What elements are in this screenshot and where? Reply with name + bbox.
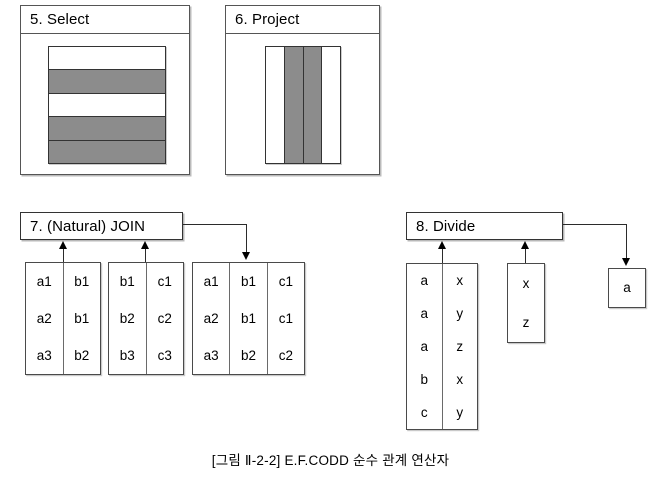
divide-input-1-arrowhead [438,241,446,249]
table-cell: x [456,371,464,387]
table-cell: x [456,272,464,288]
table-cell: a3 [36,347,52,363]
divide-input-2-arrowhead [521,241,529,249]
divide-dividend-col-2: x y z x y [441,264,478,429]
select-row-3 [49,92,165,117]
table-cell: b1 [240,310,256,326]
table-cell: a [420,272,428,288]
join-input-2-table: b1 b2 b3 c1 c2 c3 [108,262,184,375]
project-relation-sketch [265,46,341,164]
table-cell: y [456,305,464,321]
join-input-1-col-1: a1 a2 a3 [26,263,63,374]
table-cell: a [420,305,428,321]
table-cell: b1 [74,273,90,289]
project-col-4 [321,47,340,163]
select-row-1 [49,47,165,70]
table-cell: b1 [240,273,256,289]
select-relation-sketch [48,46,166,164]
table-cell: z [522,314,530,330]
panel-project-body [226,34,379,174]
join-input-2-arrowhead [141,241,149,249]
divide-label-text: 8. Divide [416,217,476,235]
table-cell: b2 [74,347,90,363]
join-result-table: a1 a2 a3 b1 b1 b2 c1 c1 c2 [192,262,305,375]
join-label-text: 7. (Natural) JOIN [30,217,146,235]
table-cell: b3 [119,347,135,363]
project-col-3 [302,47,322,163]
select-row-5 [49,139,165,164]
divide-divisor-table: x z [507,263,545,343]
project-col-1 [266,47,284,163]
table-cell: b2 [240,347,256,363]
table-cell: b1 [74,310,90,326]
join-label-box: 7. (Natural) JOIN [20,212,183,240]
table-cell: a2 [203,310,219,326]
join-result-col-2: b1 b1 b2 [229,263,266,374]
table-cell: a3 [203,347,219,363]
join-input-2-col-2: c1 c2 c3 [145,263,184,374]
join-input-1-arrowhead [59,241,67,249]
table-cell: y [456,404,464,420]
divide-result-col-1: a [609,269,645,307]
select-row-4 [49,116,165,140]
divide-dividend-col-1: a a a b c [407,264,442,429]
join-result-arrowhead [242,252,250,260]
join-input-2-col-1: b1 b2 b3 [109,263,146,374]
table-cell: a1 [36,273,52,289]
table-cell: c3 [157,347,172,363]
table-cell: z [456,338,464,354]
table-cell: a1 [203,273,219,289]
table-cell: c2 [157,310,172,326]
divide-result-table: a [608,268,646,308]
panel-project: 6. Project [225,5,380,175]
project-col-2 [283,47,303,163]
table-cell: c1 [278,273,293,289]
table-cell: a [420,338,428,354]
divide-label-box: 8. Divide [406,212,563,240]
panel-select: 5. Select [20,5,190,175]
join-result-col-1: a1 a2 a3 [193,263,229,374]
join-result-col-3: c1 c1 c2 [266,263,304,374]
divide-connector-horizontal [563,224,627,225]
join-connector-horizontal [183,224,247,225]
table-cell: b1 [119,273,135,289]
divide-divisor-col-1: x z [508,264,544,342]
join-input-1-col-2: b1 b1 b2 [62,263,101,374]
divide-result-arrowhead [622,258,630,266]
select-row-2 [49,69,165,93]
panel-project-title: 6. Project [226,6,379,34]
join-connector-vertical [246,224,247,254]
panel-select-title: 5. Select [21,6,189,34]
join-input-1-table: a1 a2 a3 b1 b1 b2 [25,262,101,375]
table-cell: a2 [36,310,52,326]
table-cell: c1 [278,310,293,326]
table-cell: c2 [278,347,293,363]
panel-select-body [21,34,189,174]
table-cell: a [623,280,631,296]
table-cell: c1 [157,273,172,289]
divide-dividend-table: a a a b c x y z x y [406,263,478,430]
divide-connector-vertical [626,224,627,260]
table-cell: x [522,275,530,291]
table-cell: b2 [119,310,135,326]
table-cell: c [420,404,428,420]
figure-caption: [그림 Ⅱ-2-2] E.F.CODD 순수 관계 연산자 [211,453,450,468]
table-cell: b [420,371,428,387]
